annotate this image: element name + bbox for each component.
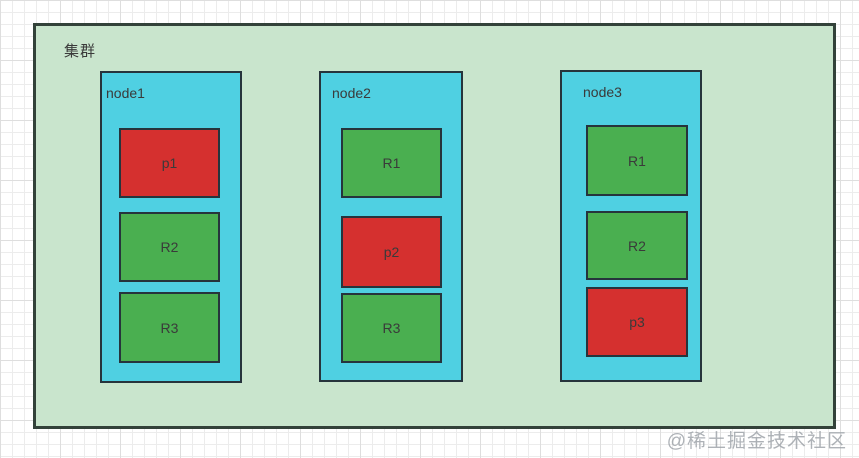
shard-box-node1-1: p1 [119, 128, 220, 198]
shard-box-node2-2: p2 [341, 216, 442, 288]
shard-box-node2-1: R1 [341, 128, 442, 198]
node2-label: node2 [332, 85, 371, 101]
shard-label: R1 [382, 155, 401, 171]
shard-box-node2-3: R3 [341, 293, 442, 363]
shard-label: R3 [160, 319, 179, 336]
shard-label: R3 [382, 320, 401, 336]
shard-label: R2 [160, 239, 179, 255]
node-box-node2: node2 R1 p2 R3 [319, 71, 463, 382]
node3-label: node3 [583, 84, 622, 100]
node-box-node3: node3 R1 R2 p3 [560, 70, 702, 382]
shard-box-node3-1: R1 [586, 125, 688, 196]
watermark-text: @稀土掘金技术社区 [666, 431, 847, 452]
shard-box-node3-3: p3 [586, 287, 688, 357]
shard-label: p2 [383, 244, 400, 260]
cluster-label: 集群 [64, 43, 97, 60]
shard-label: R1 [628, 152, 646, 169]
shard-label: p1 [161, 155, 178, 171]
shard-box-node1-2: R2 [119, 212, 220, 282]
shard-box-node1-3: R3 [119, 292, 220, 363]
node-box-node1: node1 p1 R2 R3 [100, 71, 242, 383]
shard-label: R2 [628, 237, 646, 254]
node1-label: node1 [106, 85, 145, 101]
shard-label: p3 [629, 314, 645, 330]
shard-box-node3-2: R2 [586, 211, 688, 280]
